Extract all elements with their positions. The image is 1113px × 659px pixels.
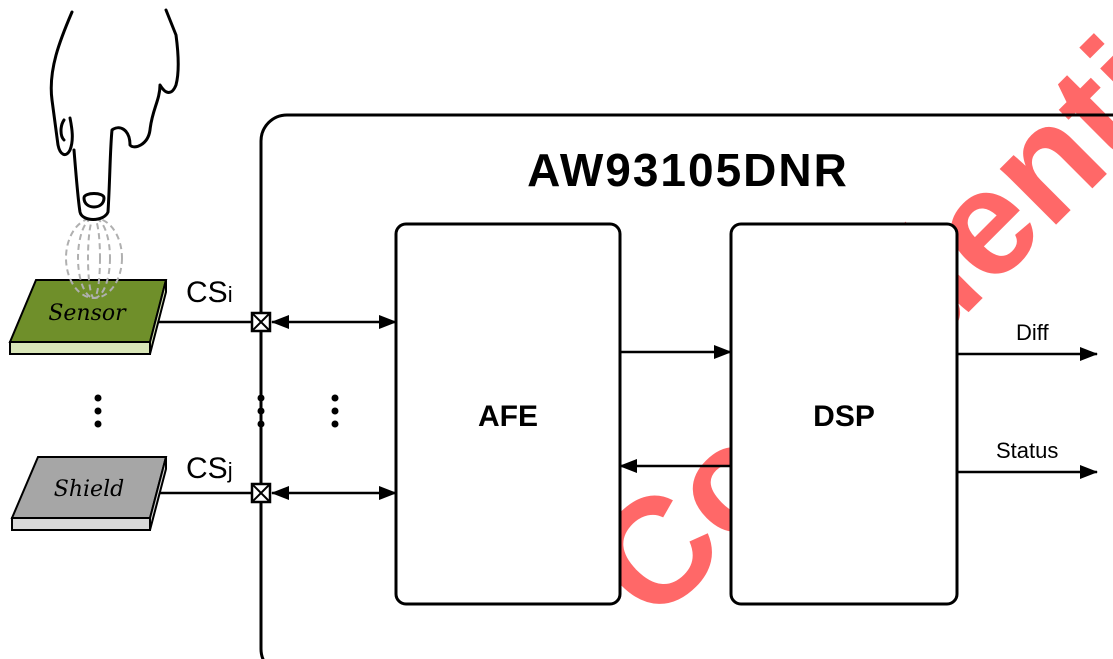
dsp-block — [729, 222, 959, 606]
status-label: Status — [996, 438, 1058, 463]
sensor-label: Sensor — [48, 301, 127, 326]
ellipsis-inner — [331, 394, 339, 428]
csi-pad-icon — [250, 311, 272, 333]
ellipsis-pins — [257, 394, 265, 428]
finger-icon — [49, 8, 180, 221]
afe-block — [394, 222, 622, 606]
shield-plate — [10, 456, 168, 531]
csi-label: CSi — [186, 276, 233, 309]
csj-pad-icon — [250, 482, 272, 504]
shield-label: Shield — [54, 477, 124, 502]
dsp-label: DSP — [813, 400, 875, 433]
csj-label: CSj — [186, 452, 233, 485]
chip-title: AW93105DNR — [527, 144, 849, 196]
ellipsis-left — [94, 394, 102, 428]
diff-label: Diff — [1016, 320, 1049, 345]
afe-label: AFE — [478, 400, 538, 433]
sensor-plate — [8, 279, 168, 355]
